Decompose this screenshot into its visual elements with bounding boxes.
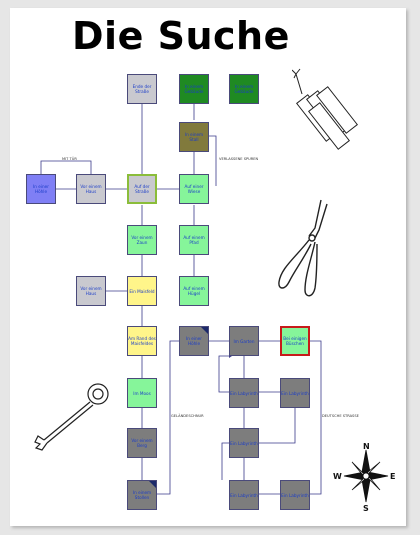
- room-buesche: Bei einigen Büschen: [280, 326, 310, 356]
- room-label: Vor einem Haus: [80, 184, 102, 194]
- room-g2: In einem Gebäude: [229, 74, 259, 104]
- dynamite-illustration: [292, 68, 358, 150]
- room-label: Im Moos: [133, 390, 151, 396]
- edge-label-schnur: GELÄNDESCHNUR: [171, 414, 204, 418]
- room-label: Ein Labyrinth: [230, 440, 258, 446]
- room-lab4: Ein Labyrinth: [229, 480, 259, 510]
- room-ende: Ende der Straße: [127, 74, 157, 104]
- room-garten: Im Garten: [229, 326, 259, 356]
- room-huegel: Auf einem Hügel: [179, 276, 209, 306]
- room-label: Im Garten: [233, 338, 255, 344]
- room-label: In einem Gebäude: [184, 84, 204, 94]
- room-label: Auf der Straße: [134, 184, 150, 194]
- room-maisfeld: Ein Maisfeld: [127, 276, 157, 306]
- room-label: Ende der Straße: [132, 84, 152, 94]
- compass-w-label: W: [333, 472, 342, 481]
- room-stall: In einem Stall: [179, 122, 209, 152]
- room-corner-marker: [149, 481, 156, 488]
- room-label: In einer Höhle: [186, 336, 202, 346]
- room-rand: Am Rand des Maisfeldes: [127, 326, 157, 356]
- room-label: Ein Labyrinth: [230, 390, 258, 396]
- room-wiese: Auf einer Wiese: [179, 174, 209, 204]
- room-label: Ein Maisfeld: [129, 288, 155, 294]
- key-illustration: [34, 383, 109, 451]
- room-label: Vor einem Haus: [80, 286, 102, 296]
- room-strasse: Auf der Straße: [127, 174, 157, 204]
- room-lab2: Ein Labyrinth: [280, 378, 310, 408]
- pliers-illustration: [278, 199, 328, 297]
- compass-e-label: E: [390, 472, 395, 481]
- room-haus1: Vor einem Haus: [76, 174, 106, 204]
- room-label: Bei einigen Büschen: [283, 336, 307, 346]
- room-berg: Vor einem Berg: [127, 428, 157, 458]
- edge-label-mit-tuer: MIT TÜR: [62, 157, 77, 161]
- room-pfad: Auf einem Pfad: [179, 225, 209, 255]
- room-label: In einer Höhle: [33, 184, 49, 194]
- room-label: Ein Labyrinth: [230, 492, 258, 498]
- room-label: Am Rand des Maisfeldes: [128, 336, 156, 346]
- room-label: Ein Labyrinth: [281, 492, 309, 498]
- room-lab5: Ein Labyrinth: [280, 480, 310, 510]
- room-label: In einem Stall: [184, 132, 204, 142]
- page-title: Die Suche: [72, 14, 290, 58]
- room-label: In einem Gebäude: [234, 84, 254, 94]
- room-g1: In einem Gebäude: [179, 74, 209, 104]
- room-moos: Im Moos: [127, 378, 157, 408]
- compass-s-label: S: [363, 504, 369, 512]
- compass-n-label: N: [363, 442, 370, 451]
- room-label: Vor einem Berg: [131, 438, 153, 448]
- compass-rose-illustration: N E S W: [333, 442, 395, 512]
- room-label: Auf einer Wiese: [184, 184, 204, 194]
- room-label: Vor einem Zaun: [131, 235, 153, 245]
- edge-label-spuren: VERLASSENE SPUREN: [219, 157, 259, 161]
- room-zaun: Vor einem Zaun: [127, 225, 157, 255]
- room-hoehle2: In einer Höhle: [179, 326, 209, 356]
- room-haus2: Vor einem Haus: [76, 276, 106, 306]
- room-lab3: Ein Labyrinth: [229, 428, 259, 458]
- room-label: Ein Labyrinth: [281, 390, 309, 396]
- room-label: Auf einem Pfad: [183, 235, 205, 245]
- room-lab1: Ein Labyrinth: [229, 378, 259, 408]
- room-label: In einem Stollen: [132, 490, 152, 500]
- room-label: Auf einem Hügel: [183, 286, 205, 296]
- edge-label-strasse: DEUTSCHE STRASSE: [322, 414, 359, 418]
- room-stollen: In einem Stollen: [127, 480, 157, 510]
- room-corner-marker: [201, 327, 208, 334]
- room-hoehle: In einer Höhle: [26, 174, 56, 204]
